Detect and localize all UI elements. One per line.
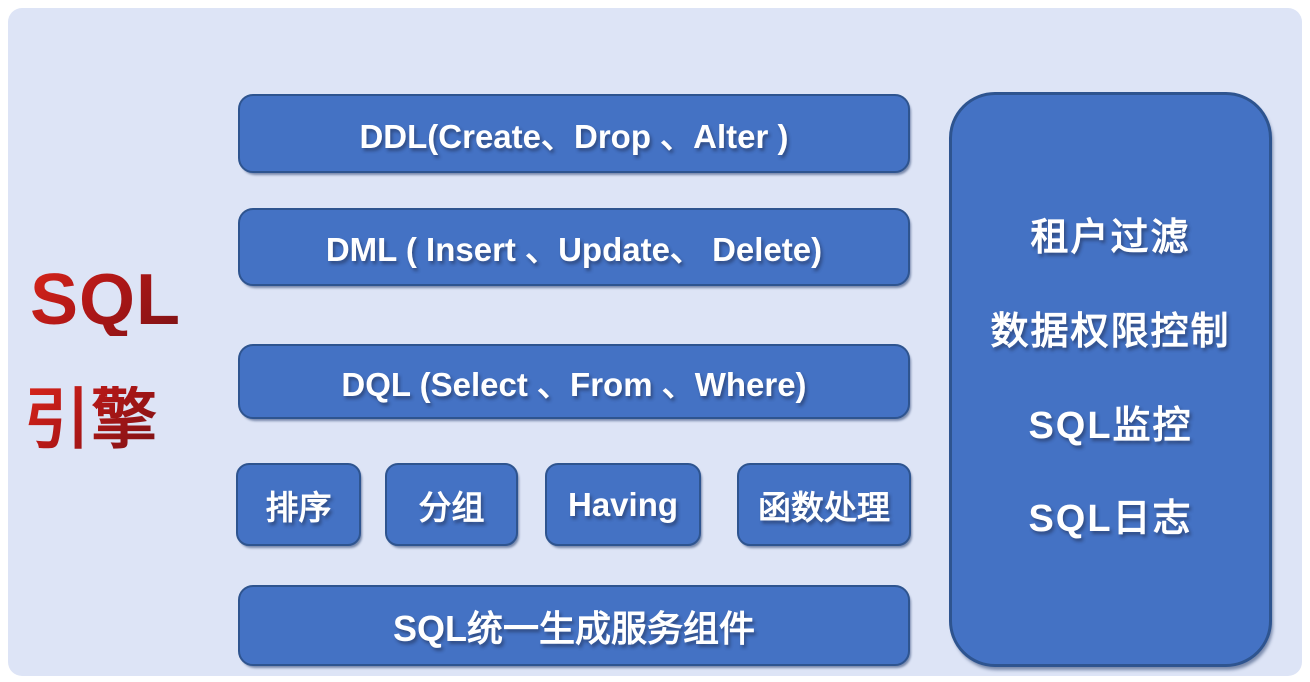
governance-panel: 租户过滤 数据权限控制 SQL监控 SQL日志	[949, 92, 1272, 667]
group-box: 分组	[385, 463, 518, 546]
panel-item-data-permission: 数据权限控制	[990, 310, 1231, 353]
sort-box: 排序	[236, 463, 361, 546]
title-engine: 引擎	[24, 382, 158, 456]
dml-box: DML ( Insert 、Update、 Delete)	[238, 208, 910, 286]
title-sql: SQL	[30, 260, 182, 340]
ddl-box: DDL(Create、Drop 、Alter )	[238, 94, 910, 173]
having-box: Having	[545, 463, 701, 546]
panel-item-tenant-filter: 租户过滤	[1030, 216, 1191, 259]
sql-generation-service-box: SQL统一生成服务组件	[238, 585, 910, 666]
dql-box: DQL (Select 、From 、Where)	[238, 344, 910, 419]
panel-item-sql-monitor: SQL监控	[1028, 404, 1193, 447]
diagram-background: SQL 引擎 DDL(Create、Drop 、Alter ) DML ( In…	[8, 8, 1302, 676]
function-processing-box: 函数处理	[737, 463, 911, 546]
panel-item-sql-log: SQL日志	[1028, 498, 1193, 541]
